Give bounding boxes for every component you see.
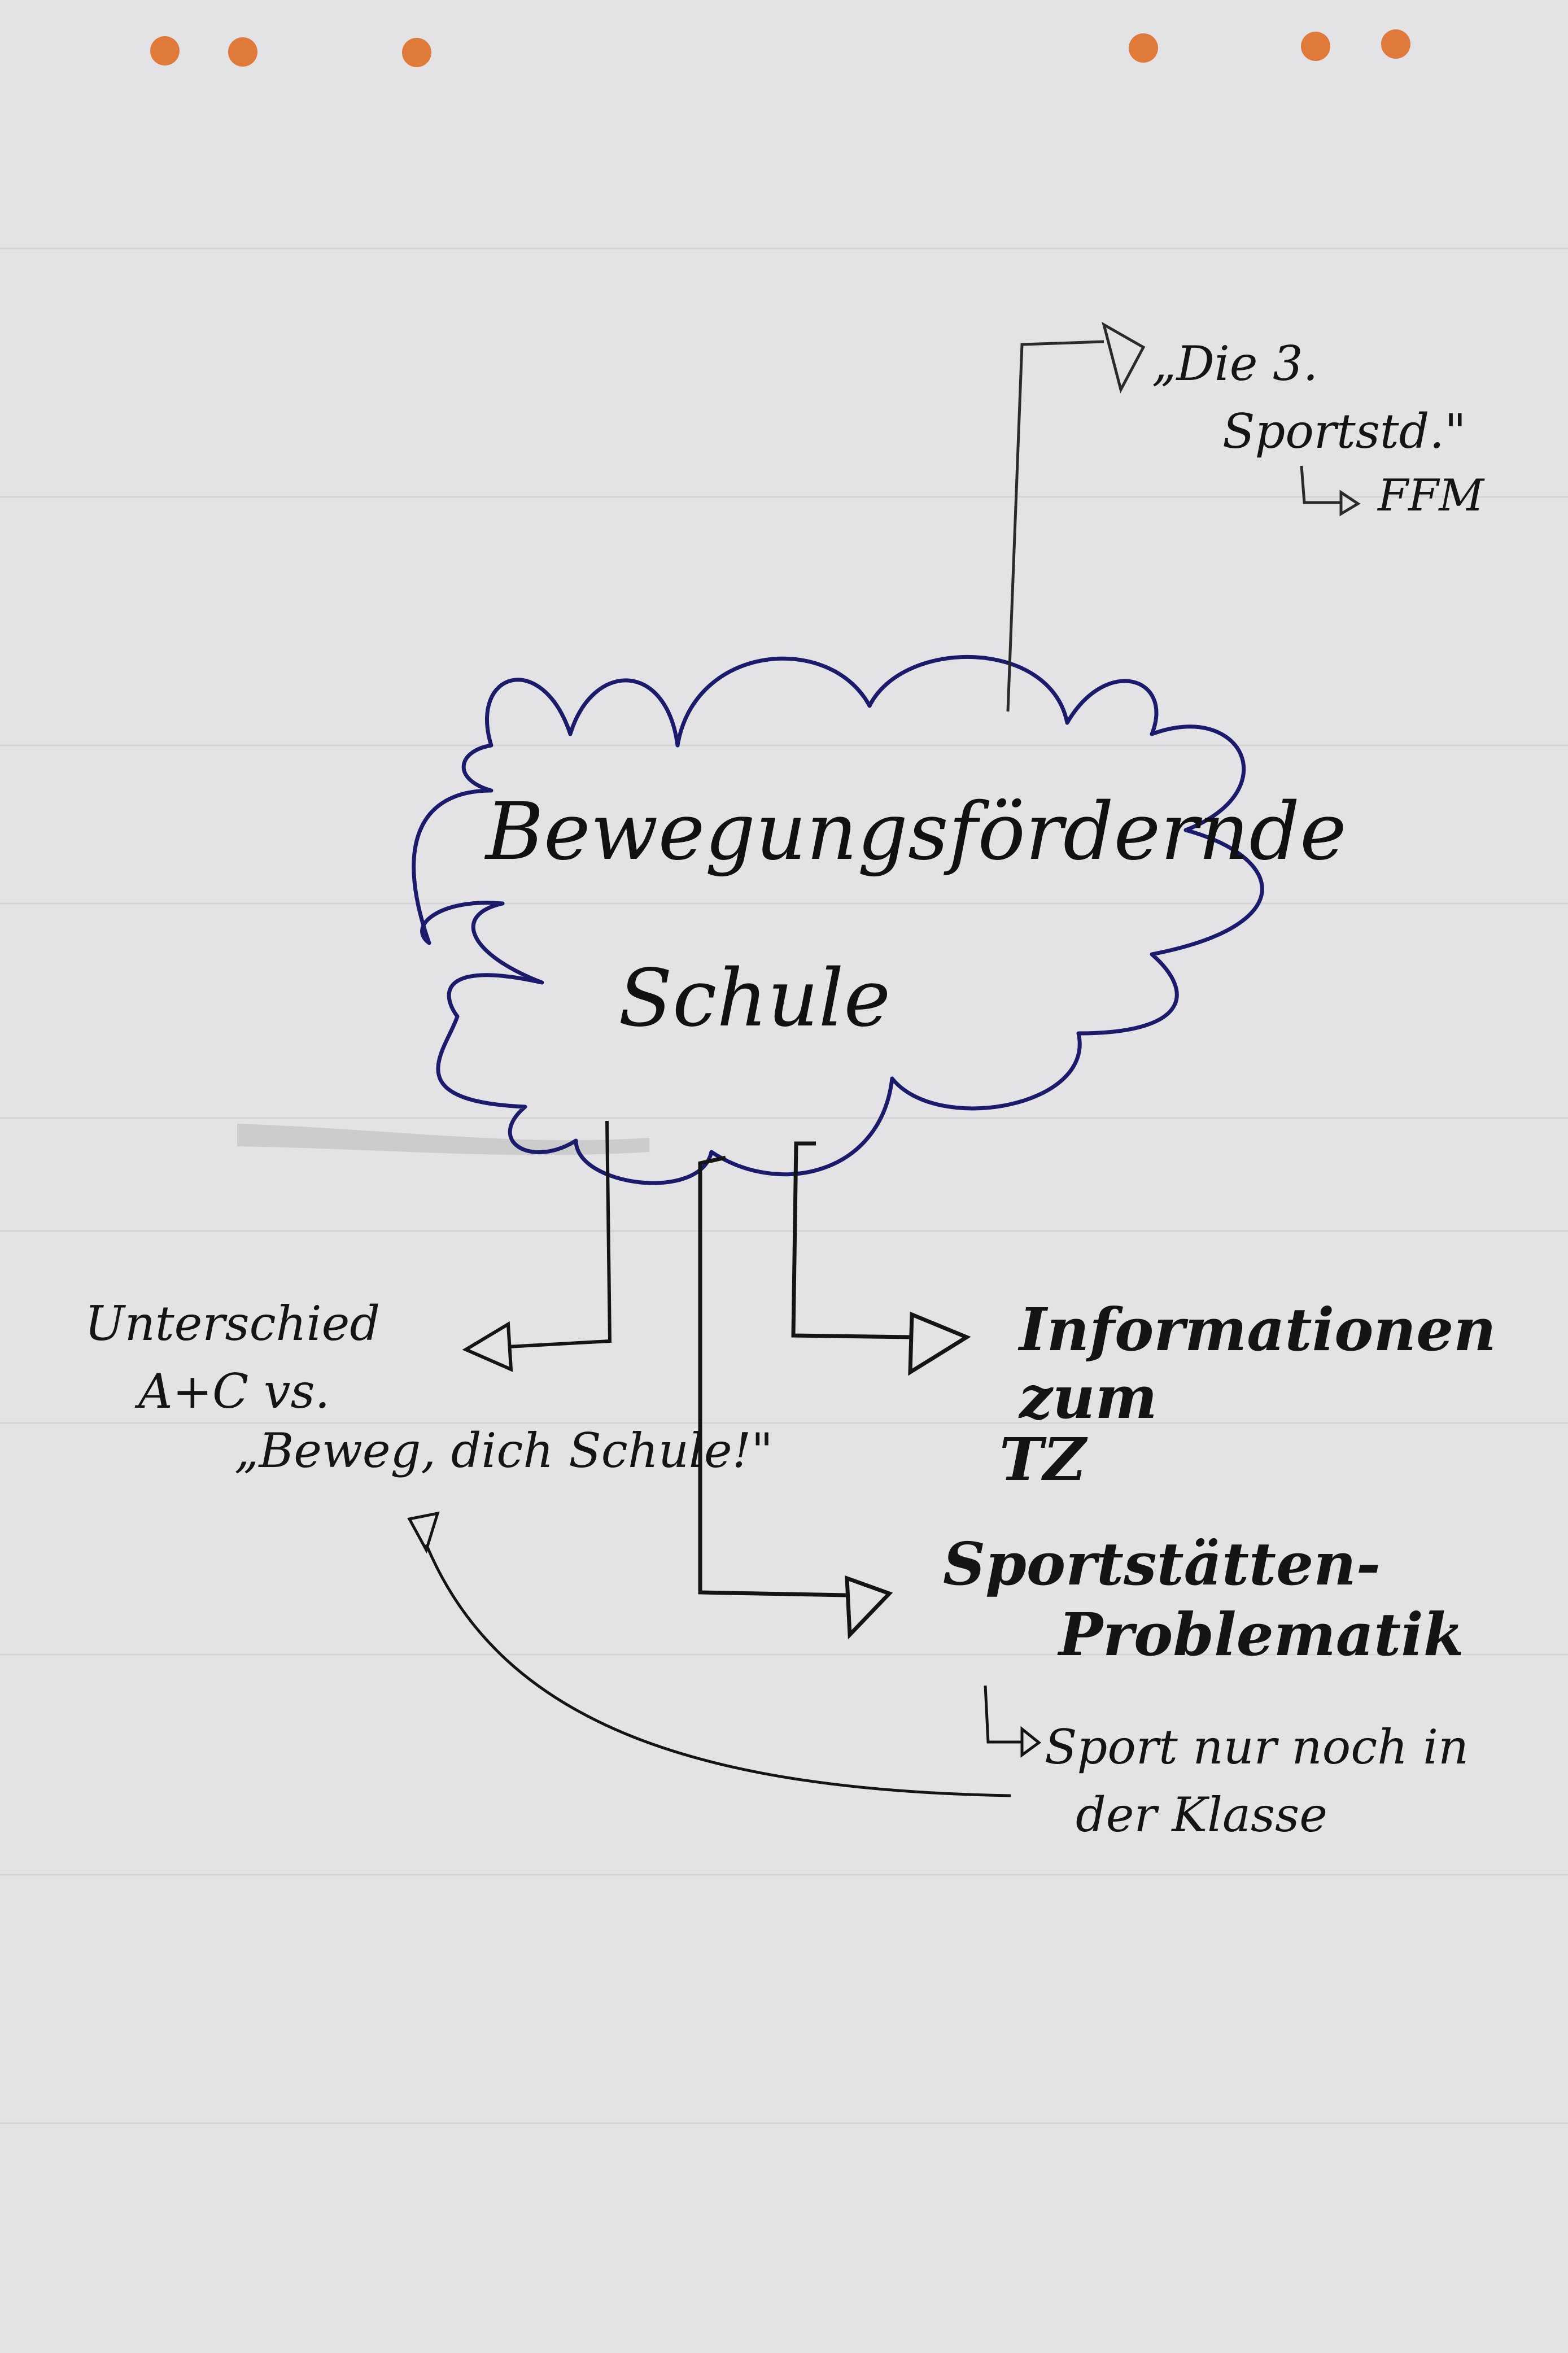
connector-right [791, 1141, 971, 1376]
left-note-line3: „Beweg, dich Schule!" [234, 1423, 773, 1478]
center-title-line1: Bewegungsfördernde [486, 786, 1347, 878]
right-note-line1: Informationen [1019, 1295, 1496, 1364]
top-note-line2: Sportstd." [1222, 404, 1466, 459]
ffm-hook [1300, 465, 1341, 504]
left-note-line1: Unterschied [85, 1296, 381, 1351]
right-note-line2: zum [1019, 1363, 1158, 1432]
punch-holes [150, 29, 1410, 67]
center-title-line2: Schule [618, 953, 891, 1045]
bottom-note-line1: Sportstätten- [943, 1529, 1381, 1599]
bottom-note-line2: Problematik [1059, 1600, 1464, 1669]
cloud-shape [412, 655, 1264, 1185]
paper-smudge [237, 1124, 649, 1155]
left-note-line2: A+C vs. [138, 1364, 330, 1419]
connector-curve [407, 1511, 1011, 1797]
connector-bottom [698, 1155, 893, 1640]
connector-left [462, 1120, 612, 1372]
arrowhead-left [462, 1321, 513, 1372]
bottom-note-sub1: Sport nur noch in [1045, 1719, 1469, 1775]
arrowhead-right [908, 1311, 971, 1376]
right-note-line3: TZ [999, 1425, 1086, 1494]
top-note-line1: „Die 3. [1152, 336, 1318, 391]
arrowhead-curve [407, 1511, 440, 1554]
bottom-note-sub2: der Klasse [1076, 1787, 1327, 1843]
connector-sub [984, 1685, 1042, 1758]
paper-ruling [0, 247, 1568, 2124]
arrowhead-top [1102, 321, 1146, 394]
connector-top [1006, 321, 1361, 712]
arrowhead-bottom [845, 1575, 893, 1640]
top-note-sub: FFM [1378, 470, 1484, 521]
